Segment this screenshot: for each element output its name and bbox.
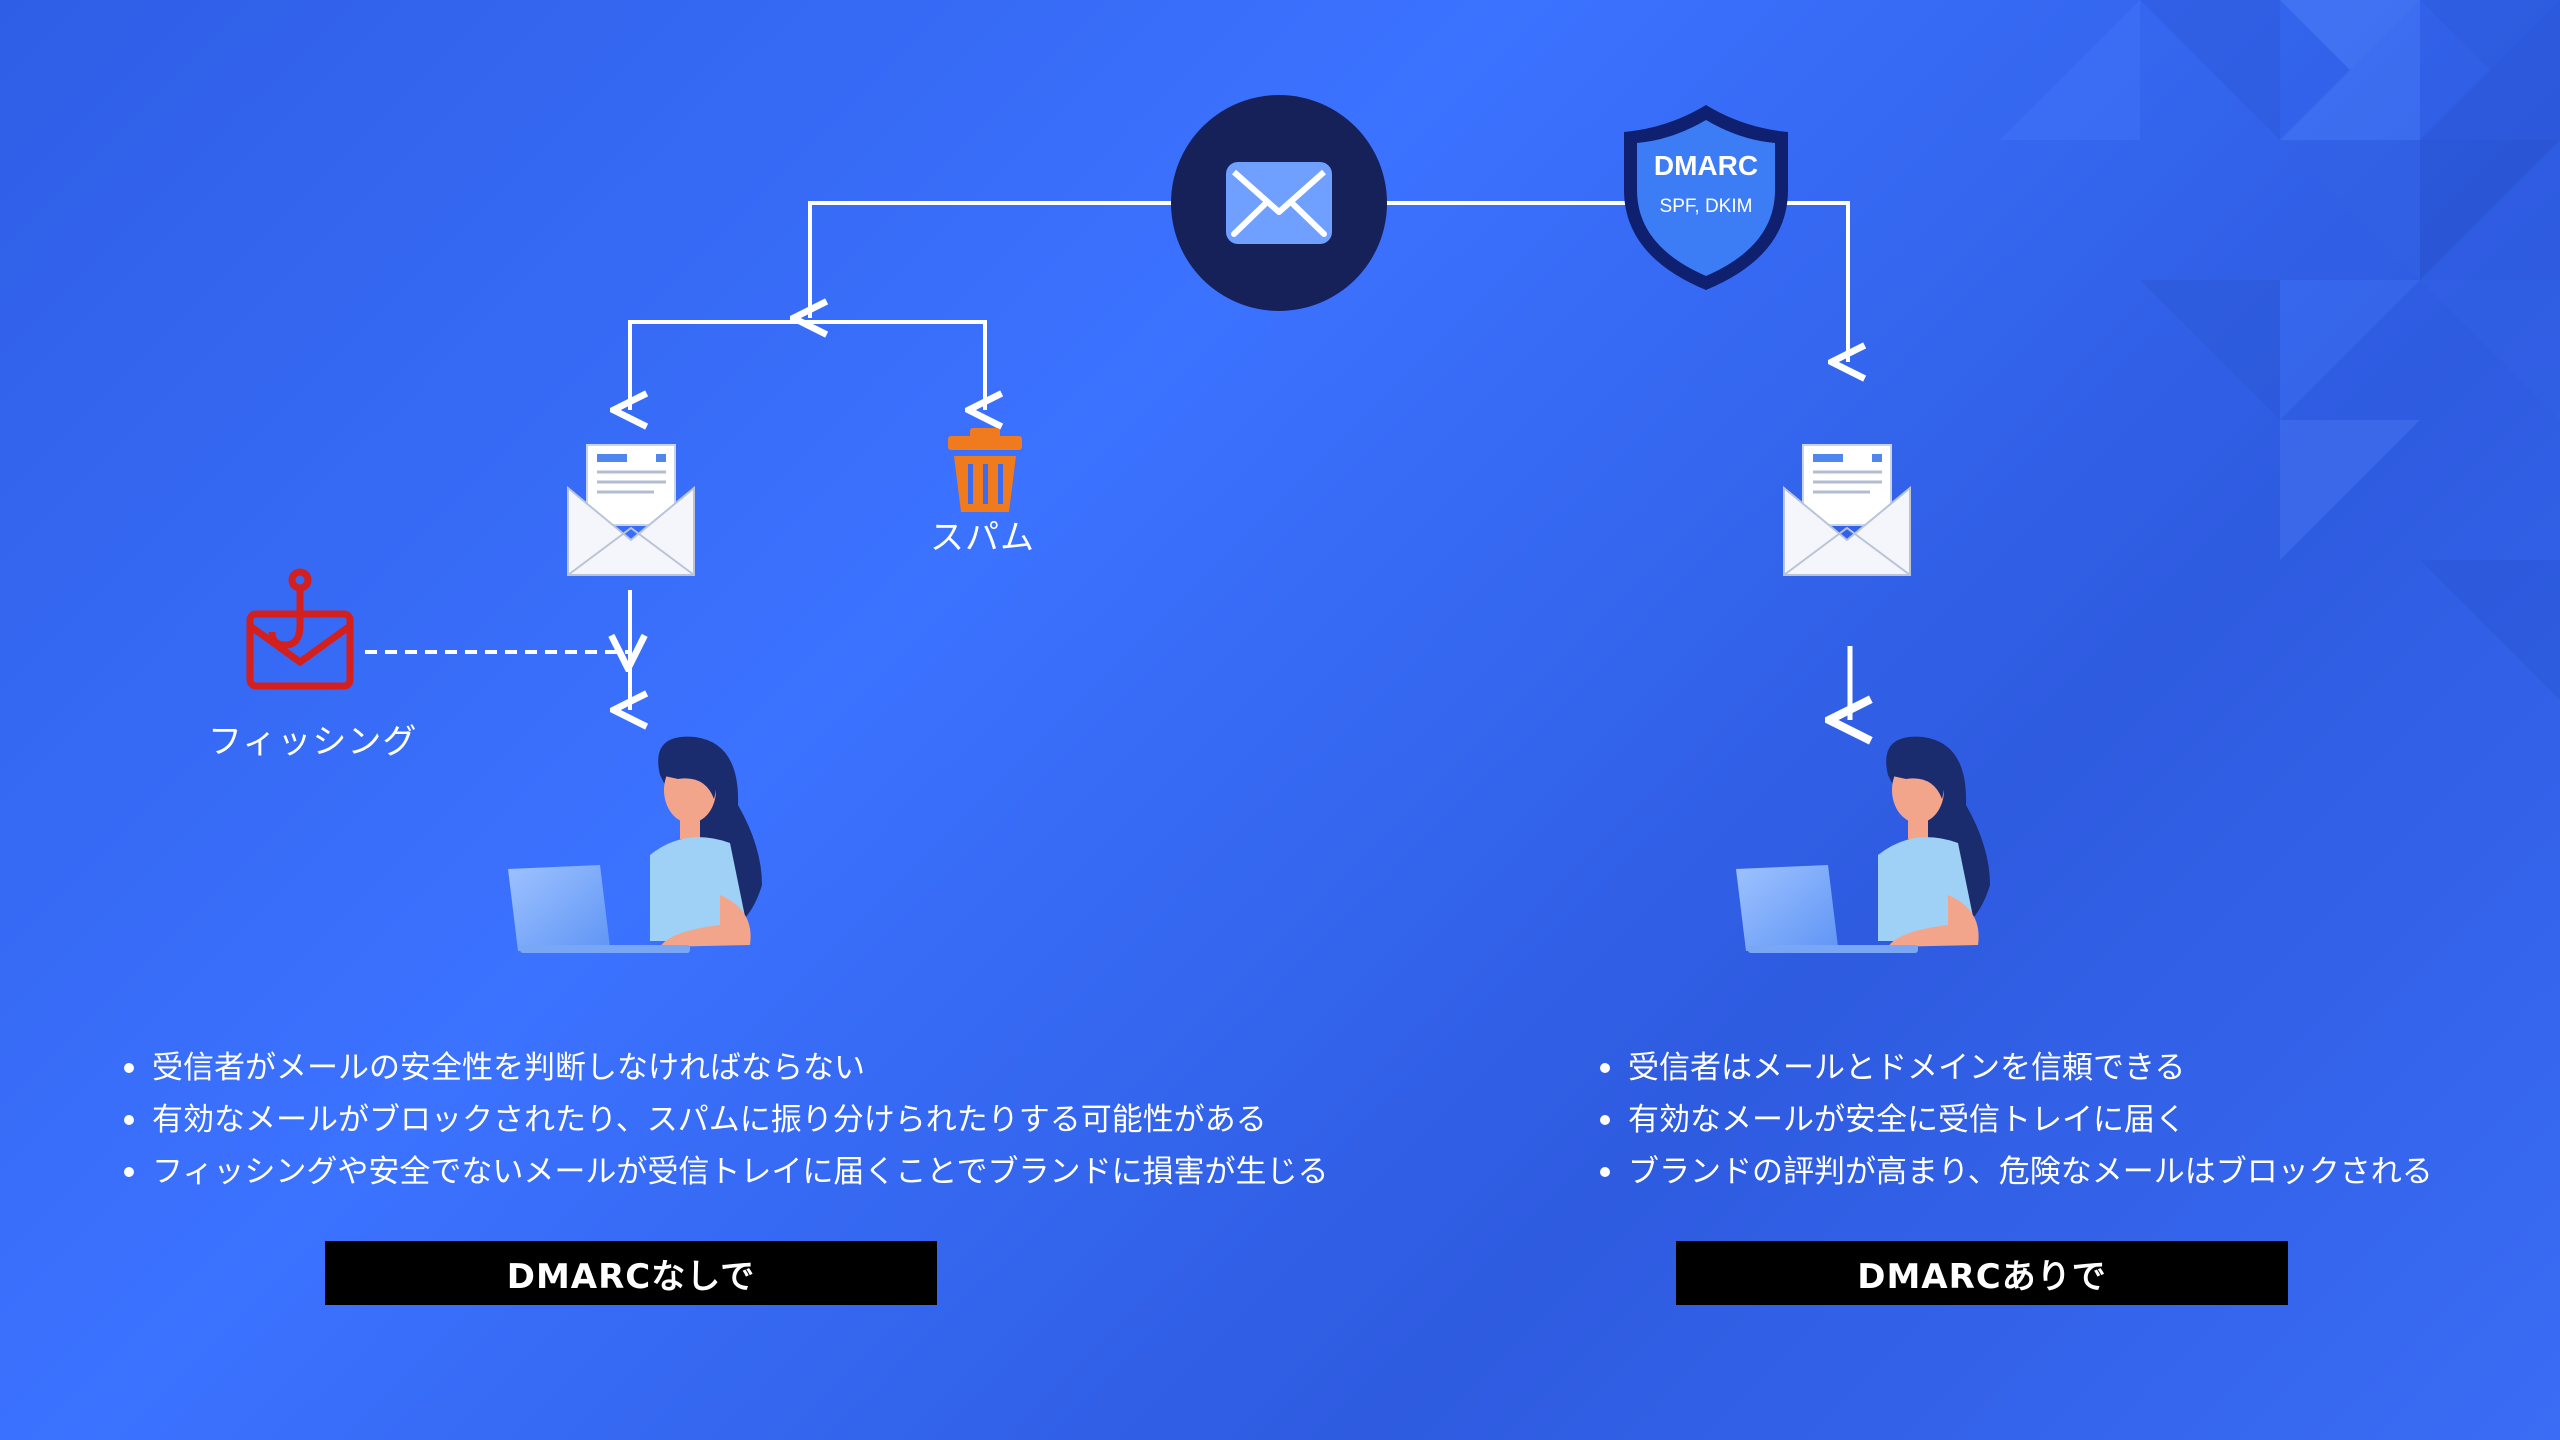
list-item: 受信者はメールとドメインを信頼できる <box>1596 1042 2433 1094</box>
right-benefits-list: 受信者はメールとドメインを信頼できる 有効なメールが安全に受信トレイに届く ブラ… <box>1596 1042 2433 1198</box>
open-mail-icon-right <box>1783 444 1911 576</box>
envelope-icon <box>1226 162 1332 244</box>
phishing-hook-icon <box>246 568 354 690</box>
list-item: 有効なメールがブロックされたり、スパムに振り分けられたりする可能性がある <box>120 1094 1328 1146</box>
list-item: ブランドの評判が高まり、危険なメールはブロックされる <box>1596 1146 2433 1198</box>
open-mail-icon-left <box>567 444 695 576</box>
list-item: フィッシングや安全でないメールが受信トレイに届くことでブランドに損害が生じる <box>120 1146 1328 1198</box>
list-item: 有効なメールが安全に受信トレイに届く <box>1596 1094 2433 1146</box>
flow-lines <box>365 201 1850 720</box>
caption-with-dmarc: DMARCありで <box>1676 1241 2288 1305</box>
trash-icon <box>948 428 1022 512</box>
left-benefits-list: 受信者がメールの安全性を判断しなければならない 有効なメールがブロックされたり、… <box>120 1042 1328 1198</box>
list-item: 受信者がメールの安全性を判断しなければならない <box>120 1042 1328 1094</box>
shield-title: DMARC <box>1654 150 1758 181</box>
decorative-triangles <box>2000 0 2560 700</box>
person-with-laptop-right <box>1736 736 1990 953</box>
caption-without-dmarc: DMARCなしで <box>325 1241 937 1305</box>
phishing-label: フィッシング <box>208 722 418 762</box>
spam-label: スパム <box>930 518 1035 558</box>
person-with-laptop-left <box>508 736 762 953</box>
shield-subtitle: SPF, DKIM <box>1660 196 1753 217</box>
dmarc-shield-icon: DMARC SPF, DKIM <box>1624 105 1788 290</box>
email-source-node <box>1171 95 1387 311</box>
